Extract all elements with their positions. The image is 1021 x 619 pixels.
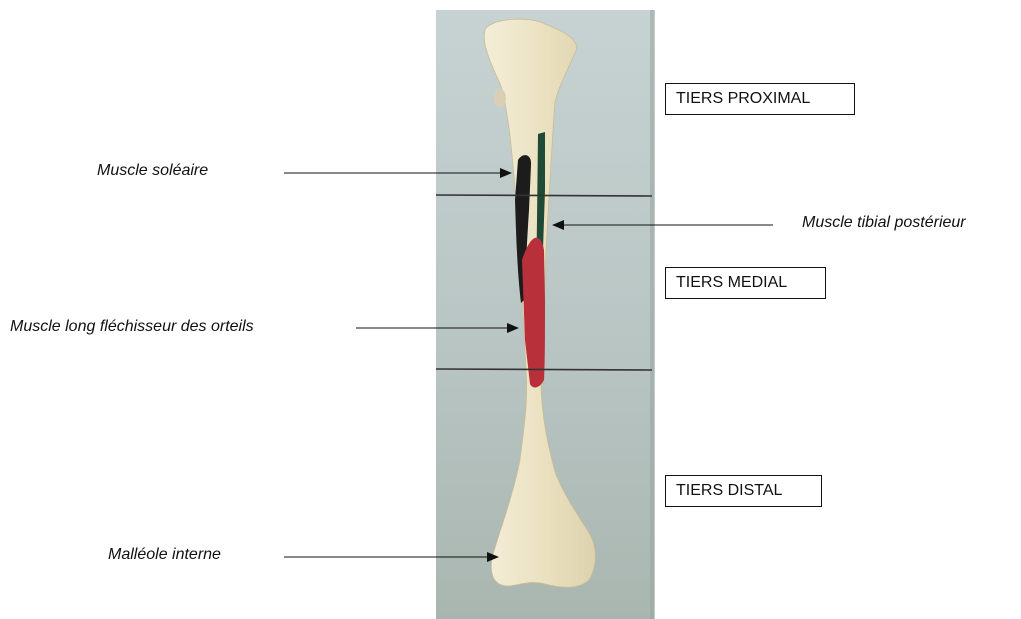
medial-distal-divider [436,369,652,370]
region-tiers-distal: TIERS DISTAL [665,475,822,507]
label-muscle-soleaire: Muscle soléaire [97,162,208,180]
region-tiers-proximal: TIERS PROXIMAL [665,83,855,115]
proximal-medial-divider [436,195,652,196]
label-muscle-tibial-posterieur: Muscle tibial postérieur [802,214,966,232]
region-tiers-medial: TIERS MEDIAL [665,267,826,299]
label-muscle-long-flechisseur: Muscle long fléchisseur des orteils [10,318,254,336]
label-malleole-interne: Malléole interne [108,546,221,564]
